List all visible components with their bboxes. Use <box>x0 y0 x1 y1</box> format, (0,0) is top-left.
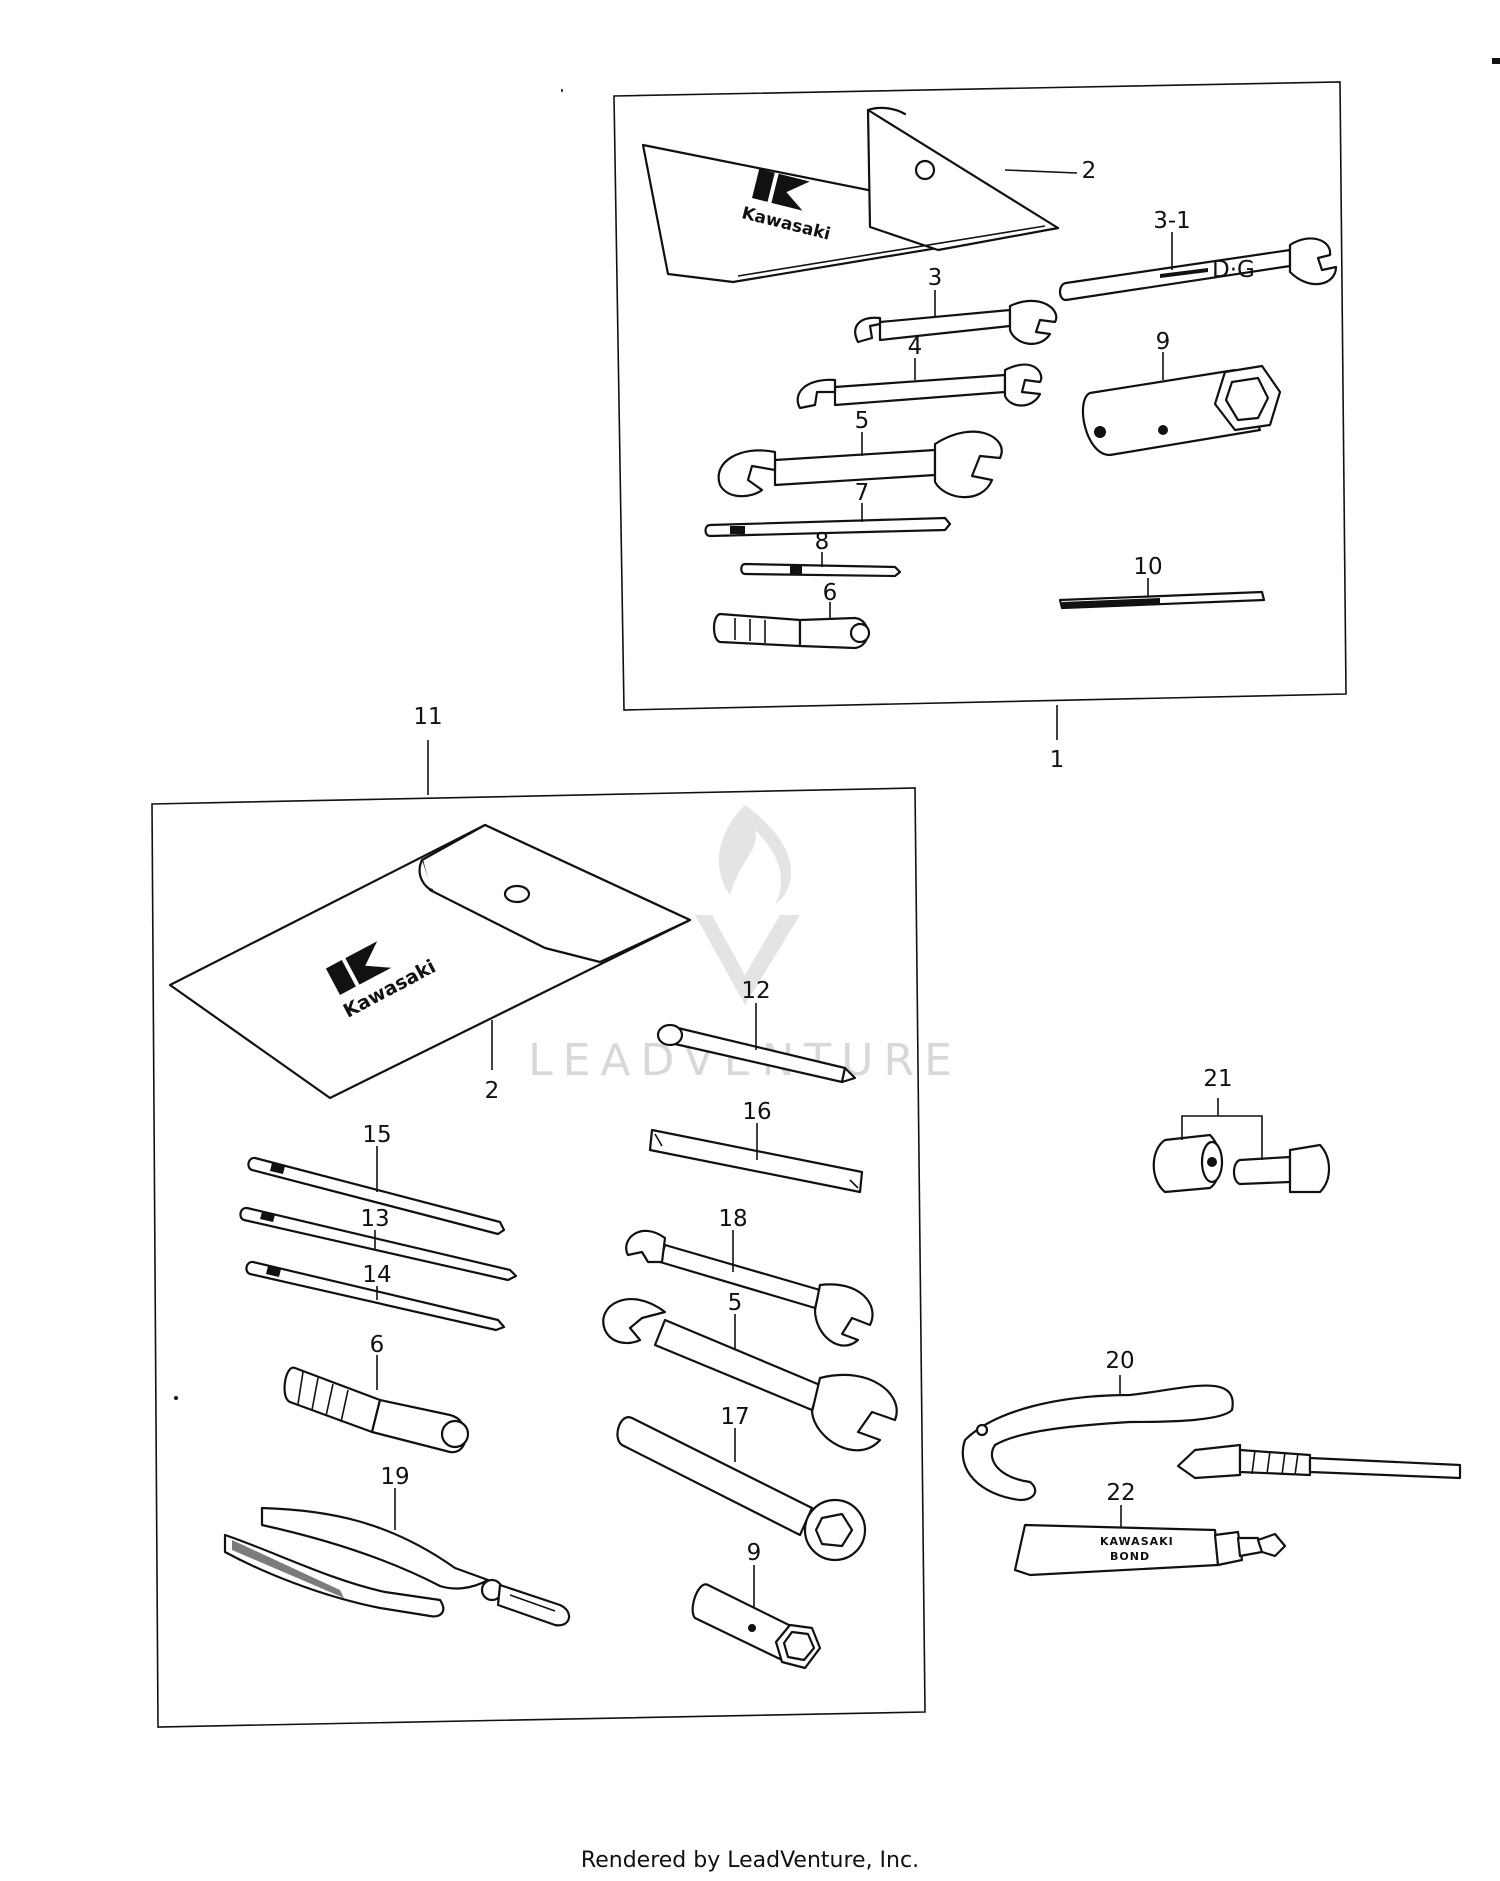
part-label-6-bottom: 6 <box>370 1332 385 1358</box>
v-logo-icon <box>695 915 800 1005</box>
kit-1-frame <box>613 81 1347 711</box>
chain-tool-20 <box>961 1384 1462 1502</box>
part-label-7: 7 <box>855 480 870 506</box>
screwdriver-13 <box>239 1206 518 1282</box>
screwdriver-8 <box>740 562 902 578</box>
driver-12 <box>656 1023 857 1084</box>
screwdriver-15 <box>247 1156 506 1236</box>
tube-label-line2: BOND <box>1110 1550 1150 1563</box>
tool-pouch-bottom: Kawasaki <box>168 823 692 1100</box>
part-label-17: 17 <box>720 1404 749 1430</box>
part-label-2-top: 2 <box>1082 158 1097 184</box>
part-label-1: 1 <box>1050 747 1065 773</box>
part-label-16: 16 <box>742 1099 771 1125</box>
part-label-14: 14 <box>362 1262 391 1288</box>
pliers-19 <box>223 1506 571 1627</box>
spark-plug-wrench-9-top <box>1081 364 1282 457</box>
driver-handle-6-bottom <box>283 1366 470 1454</box>
footer-credit: Rendered by LeadVenture, Inc. <box>580 1848 920 1873</box>
part-label-21: 21 <box>1203 1066 1232 1092</box>
nut-and-bolt-21 <box>1152 1133 1331 1194</box>
wrench-5-bottom <box>602 1298 898 1452</box>
tool-kit-11-group: 11 Kawasaki 2 12 16 <box>151 704 926 1728</box>
part-label-19: 19 <box>380 1464 409 1490</box>
part-label-5-bottom: 5 <box>728 1290 743 1316</box>
screwdriver-7 <box>704 516 952 538</box>
part-label-8: 8 <box>815 529 830 555</box>
part-label-20: 20 <box>1105 1348 1134 1374</box>
wrench-18 <box>625 1229 874 1347</box>
spark-plug-wrench-9-bottom <box>691 1583 822 1670</box>
part-label-3: 3 <box>928 265 943 291</box>
part-label-3-1: 3-1 <box>1153 208 1191 234</box>
kawasaki-bond-tube-22: KAWASAKI BOND <box>1013 1523 1287 1577</box>
part-label-18: 18 <box>718 1206 747 1232</box>
part-label-5-top: 5 <box>855 408 870 434</box>
part-label-9-bottom: 9 <box>747 1540 762 1566</box>
part-label-6-top: 6 <box>823 580 838 606</box>
part-label-22: 22 <box>1106 1480 1135 1506</box>
bar-10 <box>1058 590 1266 610</box>
flame-logo-icon <box>718 805 792 905</box>
tool-kit-1-group: 1 Kawasaki 2 D·G 3-1 <box>561 81 1347 773</box>
part-label-15: 15 <box>362 1122 391 1148</box>
part-label-10: 10 <box>1133 554 1162 580</box>
wrench-3 <box>854 299 1058 345</box>
part-label-13: 13 <box>360 1206 389 1232</box>
part-label-4: 4 <box>908 334 923 360</box>
tube-label-line1: KAWASAKI <box>1100 1535 1174 1548</box>
wrench-3-1: D·G <box>1058 237 1338 302</box>
wrench-4 <box>796 363 1043 410</box>
wrench-3-1-mark: D·G <box>1212 257 1255 283</box>
part-label-2-bottom: 2 <box>485 1078 500 1104</box>
driver-handle-6-top <box>712 612 871 650</box>
part-label-12: 12 <box>741 978 770 1004</box>
part-label-9-top: 9 <box>1156 329 1171 355</box>
spanner-16 <box>648 1128 864 1194</box>
screwdriver-14 <box>245 1260 506 1332</box>
part-label-11: 11 <box>413 704 442 730</box>
box-wrench-17 <box>616 1416 867 1562</box>
tool-pouch-top: Kawasaki <box>641 106 1060 284</box>
kit-11-frame <box>151 787 926 1728</box>
wrench-5-top <box>717 430 1003 499</box>
